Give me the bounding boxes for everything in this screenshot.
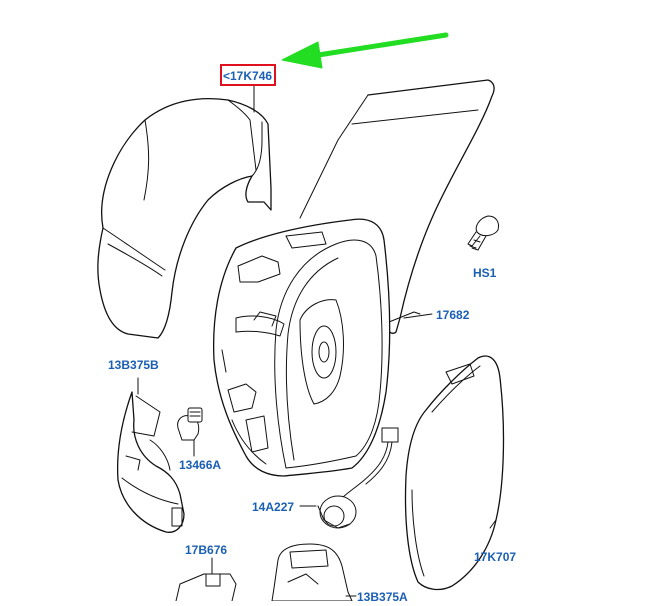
- bulb-label: 13466A: [179, 458, 222, 472]
- lamp-bracket-label: 17B676: [185, 543, 228, 557]
- turn-lamp-housing-label: 13B375B: [108, 358, 159, 372]
- housing-label: 17682: [436, 308, 470, 322]
- puddle-lamp-label: 13B375A: [357, 590, 408, 604]
- green-arrow-icon: [281, 35, 446, 69]
- screw-part: [468, 216, 499, 250]
- part-number-highlight-box: <17K746: [220, 64, 276, 86]
- lamp-bracket-part: [176, 558, 236, 601]
- mirror-cap-label: <17K746: [223, 69, 273, 83]
- wiring-connector-part: [300, 428, 398, 528]
- puddle-lamp-part: [272, 544, 356, 601]
- housing-part: [214, 80, 494, 476]
- mirror-glass-part: [406, 356, 504, 589]
- turn-lamp-housing-part: [118, 378, 184, 532]
- glass-label: 17K707: [474, 550, 517, 564]
- mirror-cap-part: [98, 85, 271, 338]
- bulb-part: [178, 408, 202, 456]
- screw-label: HS1: [473, 266, 497, 280]
- connector-label: 14A227: [252, 500, 295, 514]
